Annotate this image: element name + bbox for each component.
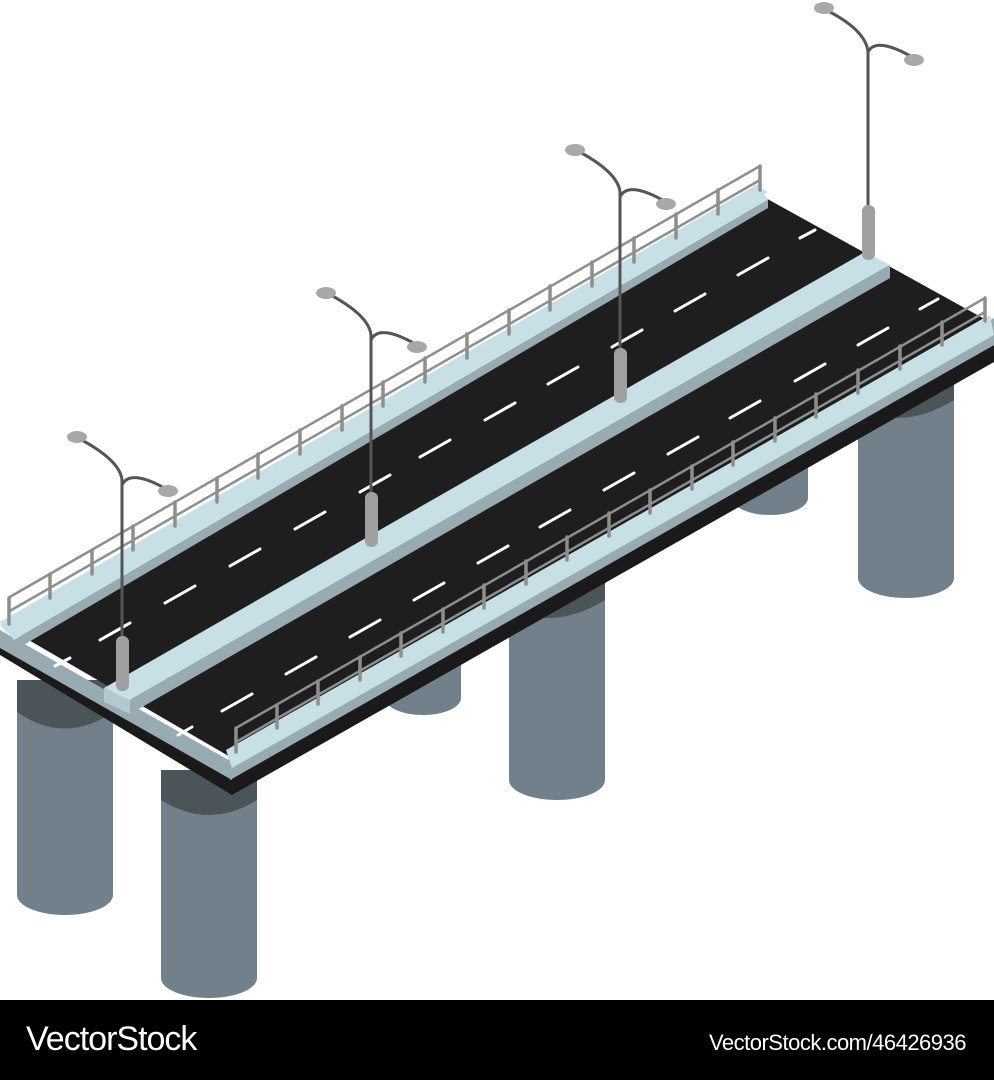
front-pillars — [17, 382, 954, 998]
street-lamp-1 — [67, 431, 178, 691]
street-lamp-2 — [316, 287, 427, 547]
bridge-illustration — [0, 2, 994, 998]
railing-front — [234, 296, 987, 754]
pillar-front-left — [161, 770, 257, 998]
curb-front-upper — [226, 315, 994, 768]
street-lamp-3 — [565, 144, 676, 403]
lane-markings-back — [53, 228, 817, 668]
pillar-front-mid — [509, 582, 605, 800]
street-lamp-4 — [814, 2, 924, 260]
brand-logo-text: VectorStock — [26, 1020, 197, 1058]
curb-back-side — [14, 200, 768, 646]
image-reference: VectorStock.com/46426936 — [708, 1030, 967, 1055]
watermark-footer: VectorStock VectorStock.com/46426936 — [0, 1000, 994, 1080]
railing-back — [7, 164, 762, 626]
lane-markings-front — [176, 297, 940, 737]
curb-back-band — [0, 184, 768, 640]
median-end — [104, 688, 130, 714]
median-side — [130, 265, 890, 714]
pillar-left — [17, 680, 113, 915]
median-top — [104, 252, 890, 700]
